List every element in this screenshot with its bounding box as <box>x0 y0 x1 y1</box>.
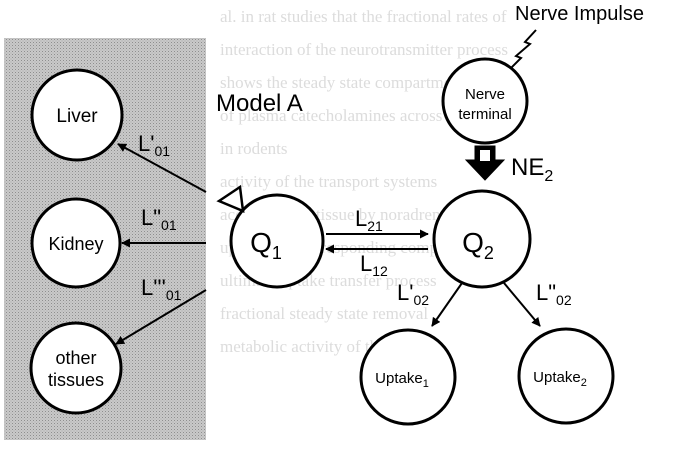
l21-label: L21 <box>355 206 383 234</box>
uptake1-node: Uptake1 <box>359 328 457 426</box>
arrow-q2-to-uptake2 <box>503 282 541 327</box>
nerve-terminal-label-line2: terminal <box>458 106 511 123</box>
uptake2-node: Uptake2 <box>517 327 615 425</box>
nerve-terminal-label-line1: Nerve <box>465 86 505 103</box>
ne2-release-arrow <box>464 145 506 181</box>
ne2-label: NE2 <box>511 154 553 185</box>
q1-label: Q1 <box>250 227 282 263</box>
model-title: Model A <box>216 90 303 117</box>
nerve-terminal-node: Nerve terminal <box>441 57 529 145</box>
other-tissues-label-line2: tissues <box>48 370 104 390</box>
bleed-line: fractional steady state removal <box>220 304 429 323</box>
l12-label: L12 <box>360 251 388 279</box>
liver-node: Liver <box>30 68 124 162</box>
arrow-q2-to-uptake1 <box>431 282 463 327</box>
kidney-label: Kidney <box>48 234 103 254</box>
arrow-q1-to-liver <box>117 143 207 193</box>
q1-node: Q1 <box>216 184 325 289</box>
l01-other-label: L'''01 <box>141 275 182 303</box>
bleed-line: in rodents <box>220 139 288 158</box>
bleed-line: interaction of the neurotransmitter proc… <box>220 40 508 59</box>
other-tissues-label-line1: other <box>55 348 96 368</box>
l01-liver-label: L'01 <box>138 131 170 159</box>
arrow-q1-to-other-tissues <box>115 289 207 345</box>
bleed-line: of plasma catecholamines across all <box>220 106 464 125</box>
bleed-line: activity of the transport systems <box>220 172 438 191</box>
q2-node: Q2 <box>432 189 532 289</box>
kidney-node: Kidney <box>30 197 122 289</box>
bleed-line: al. in rat studies that the fractional r… <box>220 7 507 26</box>
ne2-arrow-hollow <box>480 150 490 161</box>
l02-uptake2-label: L"02 <box>536 280 572 308</box>
uptake2-label: Uptake2 <box>533 369 587 389</box>
bleed-line: shows the steady state compartmental <box>220 73 477 92</box>
uptake1-label: Uptake1 <box>375 370 429 390</box>
q2-label: Q2 <box>462 227 494 263</box>
l02-uptake1-label: L'02 <box>397 280 429 308</box>
l01-kidney-label: L"01 <box>141 205 177 233</box>
nerve-impulse-label: Nerve Impulse <box>515 3 644 25</box>
input-triangle-icon <box>216 184 245 213</box>
lightning-bolt-icon <box>504 29 537 75</box>
liver-label: Liver <box>56 106 98 127</box>
other-tissues-node: other tissues <box>29 321 123 415</box>
